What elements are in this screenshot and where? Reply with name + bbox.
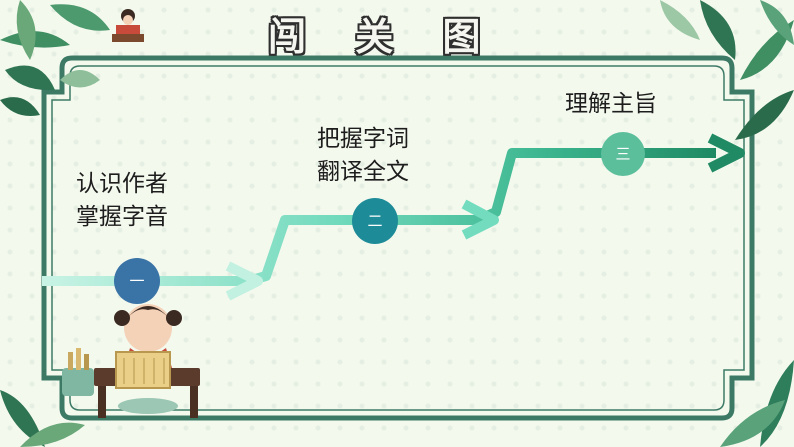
step-1-number-badge[interactable]: 一 [114,258,160,304]
page-title: 闯 关 图 [268,14,499,59]
progress-arrow [42,133,745,301]
step-3-label: 理解主旨 [565,88,657,121]
step-1-label: 认识作者 掌握字音 [76,168,168,234]
small-reader-icon [112,9,144,42]
step-1-line-2: 掌握字音 [76,204,168,230]
bamboo-leaves-icon [0,0,110,116]
step-2-number-badge[interactable]: 二 [352,198,398,244]
bamboo-leaves-icon [0,360,794,447]
step-1-line-1: 认识作者 [76,171,168,197]
step-3-number-badge[interactable]: 三 [601,132,645,176]
child-reading-scroll-illustration [62,304,200,418]
step-2-line-2: 翻译全文 [317,159,409,185]
bamboo-leaves-icon [660,0,794,140]
step-3-line-1: 理解主旨 [565,91,657,117]
step-2-label: 把握字词 翻译全文 [317,123,409,189]
step-2-line-1: 把握字词 [317,126,409,152]
